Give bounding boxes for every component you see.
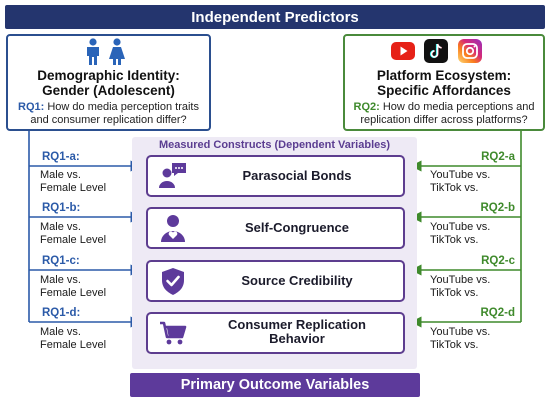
rq2c-label: RQ2-c <box>481 255 515 267</box>
rq2b-label: RQ2-b <box>480 202 516 214</box>
rq1-question: RQ1: How do media perception traits and … <box>6 101 211 127</box>
shield-check-icon <box>162 268 184 295</box>
rq2d-line2: TikTok vs. <box>430 339 479 351</box>
construct-box-consumer-replication <box>146 312 405 354</box>
rq2a-comparison: YouTube vs. TikTok vs. <box>430 169 520 195</box>
person-heart-icon <box>161 215 185 242</box>
demographic-title-line1: Demographic Identity: <box>37 68 180 83</box>
construct-label-parasocial-line1: Parasocial Bonds <box>242 168 352 183</box>
header-banner: Independent Predictors <box>5 5 545 29</box>
rq2d-comparison: YouTube vs. TikTok vs. <box>430 326 520 352</box>
youtube-icon <box>391 42 415 60</box>
rq1d-comparison: Male vs. Female Level <box>40 326 130 352</box>
rq2b-line2: TikTok vs. <box>430 234 479 246</box>
header-title: Independent Predictors <box>191 8 359 26</box>
rq1b-comparison: Male vs. Female Level <box>40 221 130 247</box>
rq1a-line2: Female Level <box>40 182 107 194</box>
rq2c-line1: YouTube vs. <box>430 274 491 286</box>
shopping-cart-icon <box>160 321 187 345</box>
construct-label-consumer-replication-line2: Behavior <box>269 331 325 346</box>
construct-label-source-credibility-line1: Source Credibility <box>241 273 353 288</box>
rq2-prefix: RQ2: <box>353 101 380 113</box>
construct-label-consumer-replication-line1: Consumer Replication <box>228 317 366 332</box>
measured-constructs-title: Measured Constructs (Dependent Variables… <box>158 139 391 151</box>
rq1d-line2: Female Level <box>40 339 107 351</box>
rq1c-comparison: Male vs. Female Level <box>40 274 130 300</box>
rq1b-line1: Male vs. <box>40 221 81 233</box>
rq2-line2: replication differ across platforms? <box>360 114 528 126</box>
rq2b-line1: YouTube vs. <box>430 221 491 233</box>
rq2b-comparison: YouTube vs. TikTok vs. <box>430 221 520 247</box>
platform-title: Platform Ecosystem: Specific Affordances <box>343 68 545 98</box>
male-person-icon <box>87 38 99 65</box>
rq2c-line2: TikTok vs. <box>430 287 479 299</box>
rq1b-line2: Female Level <box>40 234 107 246</box>
rq1c-line2: Female Level <box>40 287 107 299</box>
rq2-line1: How do media perceptions and <box>379 101 535 113</box>
footer-banner: Primary Outcome Variables <box>130 373 420 397</box>
rq1d-line1: Male vs. <box>40 326 81 338</box>
construct-box-parasocial <box>146 155 405 197</box>
rq1c-line1: Male vs. <box>40 274 81 286</box>
rq2a-line1: YouTube vs. <box>430 169 491 181</box>
rq1-line2: and consumer replication differ? <box>30 114 187 126</box>
rq2c-comparison: YouTube vs. TikTok vs. <box>430 274 520 300</box>
rq2-question: RQ2: How do media perceptions and replic… <box>343 101 545 127</box>
rq1a-label: RQ1-a: <box>42 151 80 163</box>
demographic-panel <box>6 34 211 131</box>
rq2d-label: RQ2-d <box>480 307 516 319</box>
construct-label-source-credibility: Source Credibility <box>192 274 402 288</box>
rq2a-label: RQ2-a <box>481 151 515 163</box>
construct-label-self-congruence-line1: Self-Congruence <box>244 220 349 235</box>
construct-box-source-credibility <box>146 260 405 302</box>
rq1b-label: RQ1-b: <box>42 202 81 214</box>
rq1a-line1: Male vs. <box>40 169 81 181</box>
platform-title-line1: Platform Ecosystem: <box>376 68 512 83</box>
person-speech-bubble-icon <box>159 163 186 188</box>
footer-title: Primary Outcome Variables <box>180 377 370 393</box>
demographic-title-line2: Gender (Adolescent) <box>42 83 175 98</box>
platform-title-line2: Specific Affordances <box>377 83 511 98</box>
construct-label-parasocial: Parasocial Bonds <box>192 169 402 183</box>
instagram-icon <box>458 39 482 63</box>
tiktok-icon <box>424 39 448 63</box>
rq1a-comparison: Male vs. Female Level <box>40 169 130 195</box>
rq1-prefix: RQ1: <box>18 101 45 113</box>
rq2d-line1: YouTube vs. <box>430 326 491 338</box>
rq1c-label: RQ1-c: <box>42 255 80 267</box>
rq2a-line2: TikTok vs. <box>430 182 479 194</box>
demographic-title: Demographic Identity: Gender (Adolescent… <box>6 68 211 98</box>
construct-box-self-congruence <box>146 207 405 249</box>
construct-label-self-congruence: Self-Congruence <box>192 221 402 235</box>
construct-label-consumer-replication: Consumer Replication Behavior <box>192 318 402 346</box>
rq1d-label: RQ1-d: <box>42 307 81 319</box>
female-person-icon <box>109 38 125 65</box>
rq1-line1: How do media perception traits <box>44 101 199 113</box>
